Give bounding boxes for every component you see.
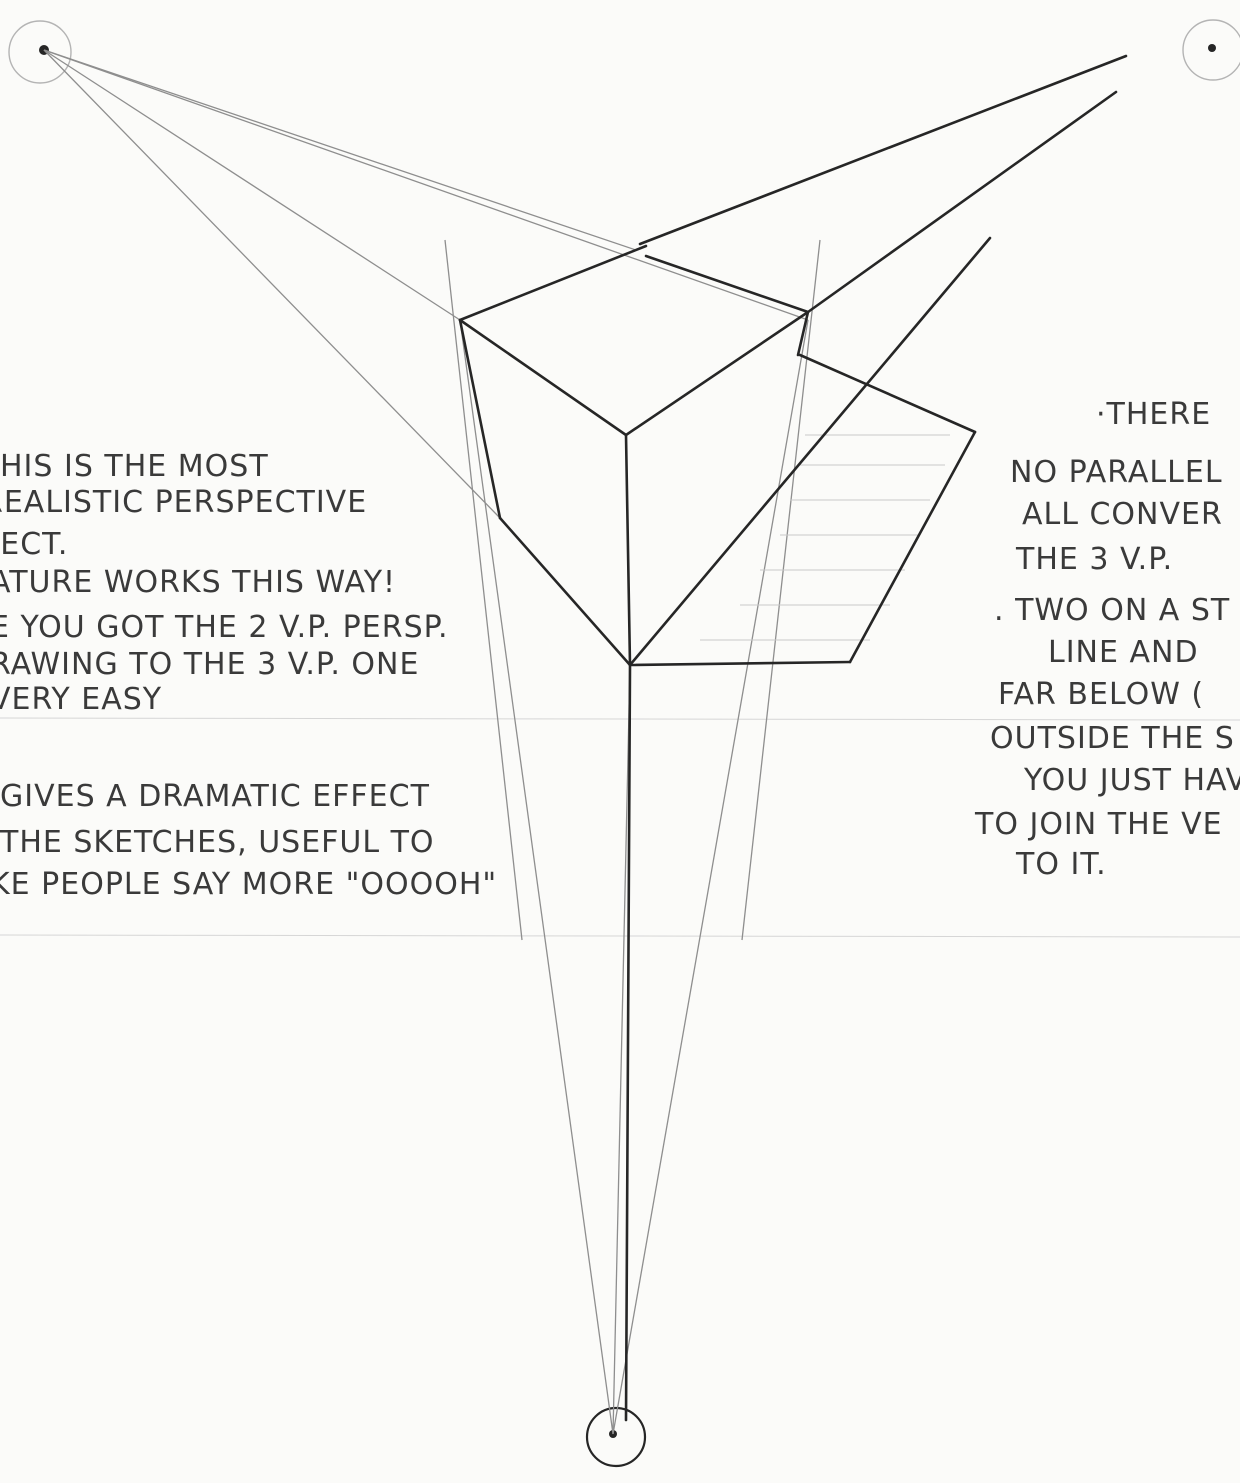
right-note-line: THE 3 V.P. — [1016, 545, 1173, 575]
left-note-line: GIVES A DRAMATIC EFFECT — [0, 782, 430, 812]
right-note-line: TO JOIN THE VE — [975, 810, 1223, 840]
right-note-line: NO PARALLEL — [1010, 458, 1223, 488]
left-note-line: HIS IS THE MOST — [0, 452, 269, 482]
right-note-line: TO IT. — [1016, 850, 1107, 880]
right-note-line: FAR BELOW ( — [998, 680, 1204, 710]
left-note-line: REALISTIC PERSPECTIVE — [0, 488, 367, 518]
vanishing-point-top-right — [1183, 20, 1240, 80]
left-note-line: VERY EASY — [0, 685, 162, 715]
right-note-line: ·THERE — [1096, 400, 1211, 430]
right-note-line: YOU JUST HAV — [1024, 766, 1240, 796]
left-note-line: THE SKETCHES, USEFUL TO — [0, 828, 435, 858]
right-note-line: ALL CONVER — [1022, 500, 1223, 530]
left-note-line: KE PEOPLE SAY MORE "OOOOH" — [0, 870, 497, 900]
left-note-line: FECT. — [0, 530, 68, 560]
left-note-line: ATURE WORKS THIS WAY! — [0, 568, 396, 598]
vanishing-point-top-left — [9, 21, 71, 83]
right-note-line: LINE AND — [1048, 638, 1199, 668]
right-note-line: . TWO ON A ST — [994, 596, 1230, 626]
right-note-line: OUTSIDE THE S — [990, 724, 1235, 754]
left-note-line: E YOU GOT THE 2 V.P. PERSP. — [0, 613, 449, 643]
construction-lines — [44, 50, 820, 1434]
left-note-line: RAWING TO THE 3 V.P. ONE — [0, 650, 419, 680]
